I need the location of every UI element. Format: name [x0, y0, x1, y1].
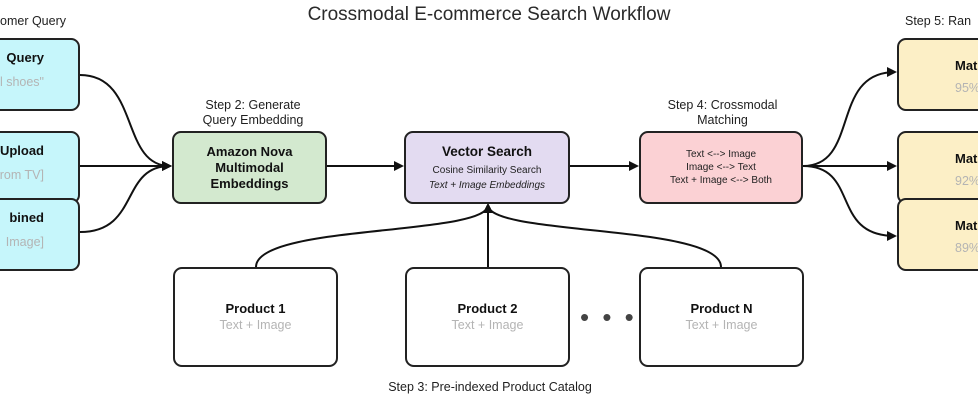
query-box-combined-example: Image]: [5, 235, 44, 249]
result-3-score: 89% s: [955, 241, 978, 255]
query-box-text-title: Query: [6, 50, 44, 65]
arrow-productn-to-vector: [483, 203, 722, 268]
result-box-2: Mat 92% s: [897, 131, 978, 204]
step3-label: Step 3: Pre-indexed Product Catalog: [388, 380, 592, 394]
matching-line-1: Text <--> Image: [685, 149, 757, 160]
embedding-box: Amazon Nova Multimodal Embeddings: [172, 131, 327, 204]
product-n-title: Product N: [690, 301, 753, 316]
vector-search-title: Vector Search: [441, 143, 533, 159]
embedding-line-1: Amazon Nova: [206, 143, 293, 159]
vector-search-embeddings: Text + Image Embeddings: [428, 179, 546, 191]
arrow-product1-to-vector: [255, 203, 493, 268]
arrow-combined-to-embedding: [79, 161, 172, 233]
result-3-title: Mat: [955, 218, 978, 233]
query-box-upload: Upload rom TV]: [0, 131, 80, 204]
matching-line-3: Text + Image <--> Both: [670, 175, 772, 186]
arrow-matching-to-result-1: [802, 67, 897, 167]
step5-label: Step 5: Ran: [905, 14, 972, 28]
vector-search-box: Vector Search Cosine Similarity Search T…: [404, 131, 570, 204]
result-box-1: Mat 95% s: [897, 38, 978, 111]
step4-line-1: Step 4: Crossmodal: [667, 98, 778, 112]
embedding-line-3: Embeddings: [210, 175, 289, 191]
step1-label: omer Query: [0, 14, 66, 28]
step2-line-2: Query Embedding: [202, 113, 304, 127]
result-2-score: 92% s: [955, 174, 978, 188]
product-box-2: Product 2 Text + Image: [405, 267, 570, 367]
product-box-n: Product N Text + Image: [639, 267, 804, 367]
result-box-3: Mat 89% s: [897, 198, 978, 271]
arrow-matching-to-result-3: [802, 165, 897, 241]
step2-label: Step 2: Generate Query Embedding: [178, 98, 328, 128]
step4-line-2: Matching: [697, 113, 748, 127]
product-n-content: Text + Image: [685, 318, 758, 332]
product-2-content: Text + Image: [451, 318, 524, 332]
arrow-query-to-embedding: [79, 74, 172, 171]
ellipsis: • • •: [580, 302, 637, 332]
matching-line-2: Image <--> Text: [686, 162, 756, 173]
product-2-title: Product 2: [457, 301, 518, 316]
product-1-title: Product 1: [225, 301, 286, 316]
vector-search-method: Cosine Similarity Search: [432, 164, 542, 176]
embedding-line-2: Multimodal: [215, 159, 284, 175]
result-1-title: Mat: [955, 58, 978, 73]
query-box-text-example: eel shoes": [0, 75, 44, 89]
query-box-combined: bined Image]: [0, 198, 80, 271]
query-box-upload-example: rom TV]: [0, 168, 44, 182]
result-1-score: 95% s: [955, 81, 978, 95]
product-box-1: Product 1 Text + Image: [173, 267, 338, 367]
query-box-text: Query eel shoes": [0, 38, 80, 111]
product-1-content: Text + Image: [219, 318, 292, 332]
step2-line-1: Step 2: Generate: [205, 98, 301, 112]
query-box-combined-title: bined: [9, 210, 44, 225]
result-2-title: Mat: [955, 151, 978, 166]
crossmodal-matching-box: Text <--> Image Image <--> Text Text + I…: [639, 131, 803, 204]
step4-label: Step 4: Crossmodal Matching: [645, 98, 800, 128]
query-box-upload-title: Upload: [0, 143, 44, 158]
diagram-title: Crossmodal E-commerce Search Workflow: [307, 4, 671, 25]
